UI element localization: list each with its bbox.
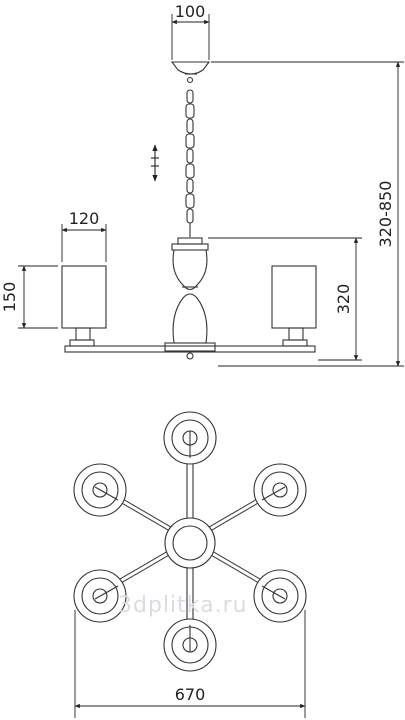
side-view (61, 61, 317, 360)
canopy (170, 61, 211, 84)
dim-overall-diameter: 670 (175, 685, 206, 704)
central-body (164, 237, 216, 360)
arm (64, 345, 316, 353)
dim-drop-height: 320-850 (376, 181, 395, 248)
dimension-lines-top (74, 610, 306, 718)
shade-top-left (73, 463, 127, 517)
left-shade (61, 265, 107, 347)
shade-top (163, 411, 217, 465)
shade-bottom (163, 618, 217, 672)
dim-shade-height: 150 (0, 282, 19, 313)
hub (164, 517, 216, 569)
adjust-mark (151, 144, 159, 182)
shade-top-right (253, 463, 307, 517)
dim-shade-width: 120 (69, 209, 100, 228)
chain (185, 89, 195, 237)
dimension-lines-side (18, 14, 404, 367)
watermark: 3dplitka.ru (118, 593, 248, 618)
right-shade (271, 265, 317, 347)
top-view (73, 411, 307, 672)
shade-bottom-left (73, 569, 127, 623)
dim-body-height: 320 (334, 284, 353, 315)
shade-bottom-right (253, 569, 307, 623)
dim-canopy-width: 100 (175, 2, 206, 21)
